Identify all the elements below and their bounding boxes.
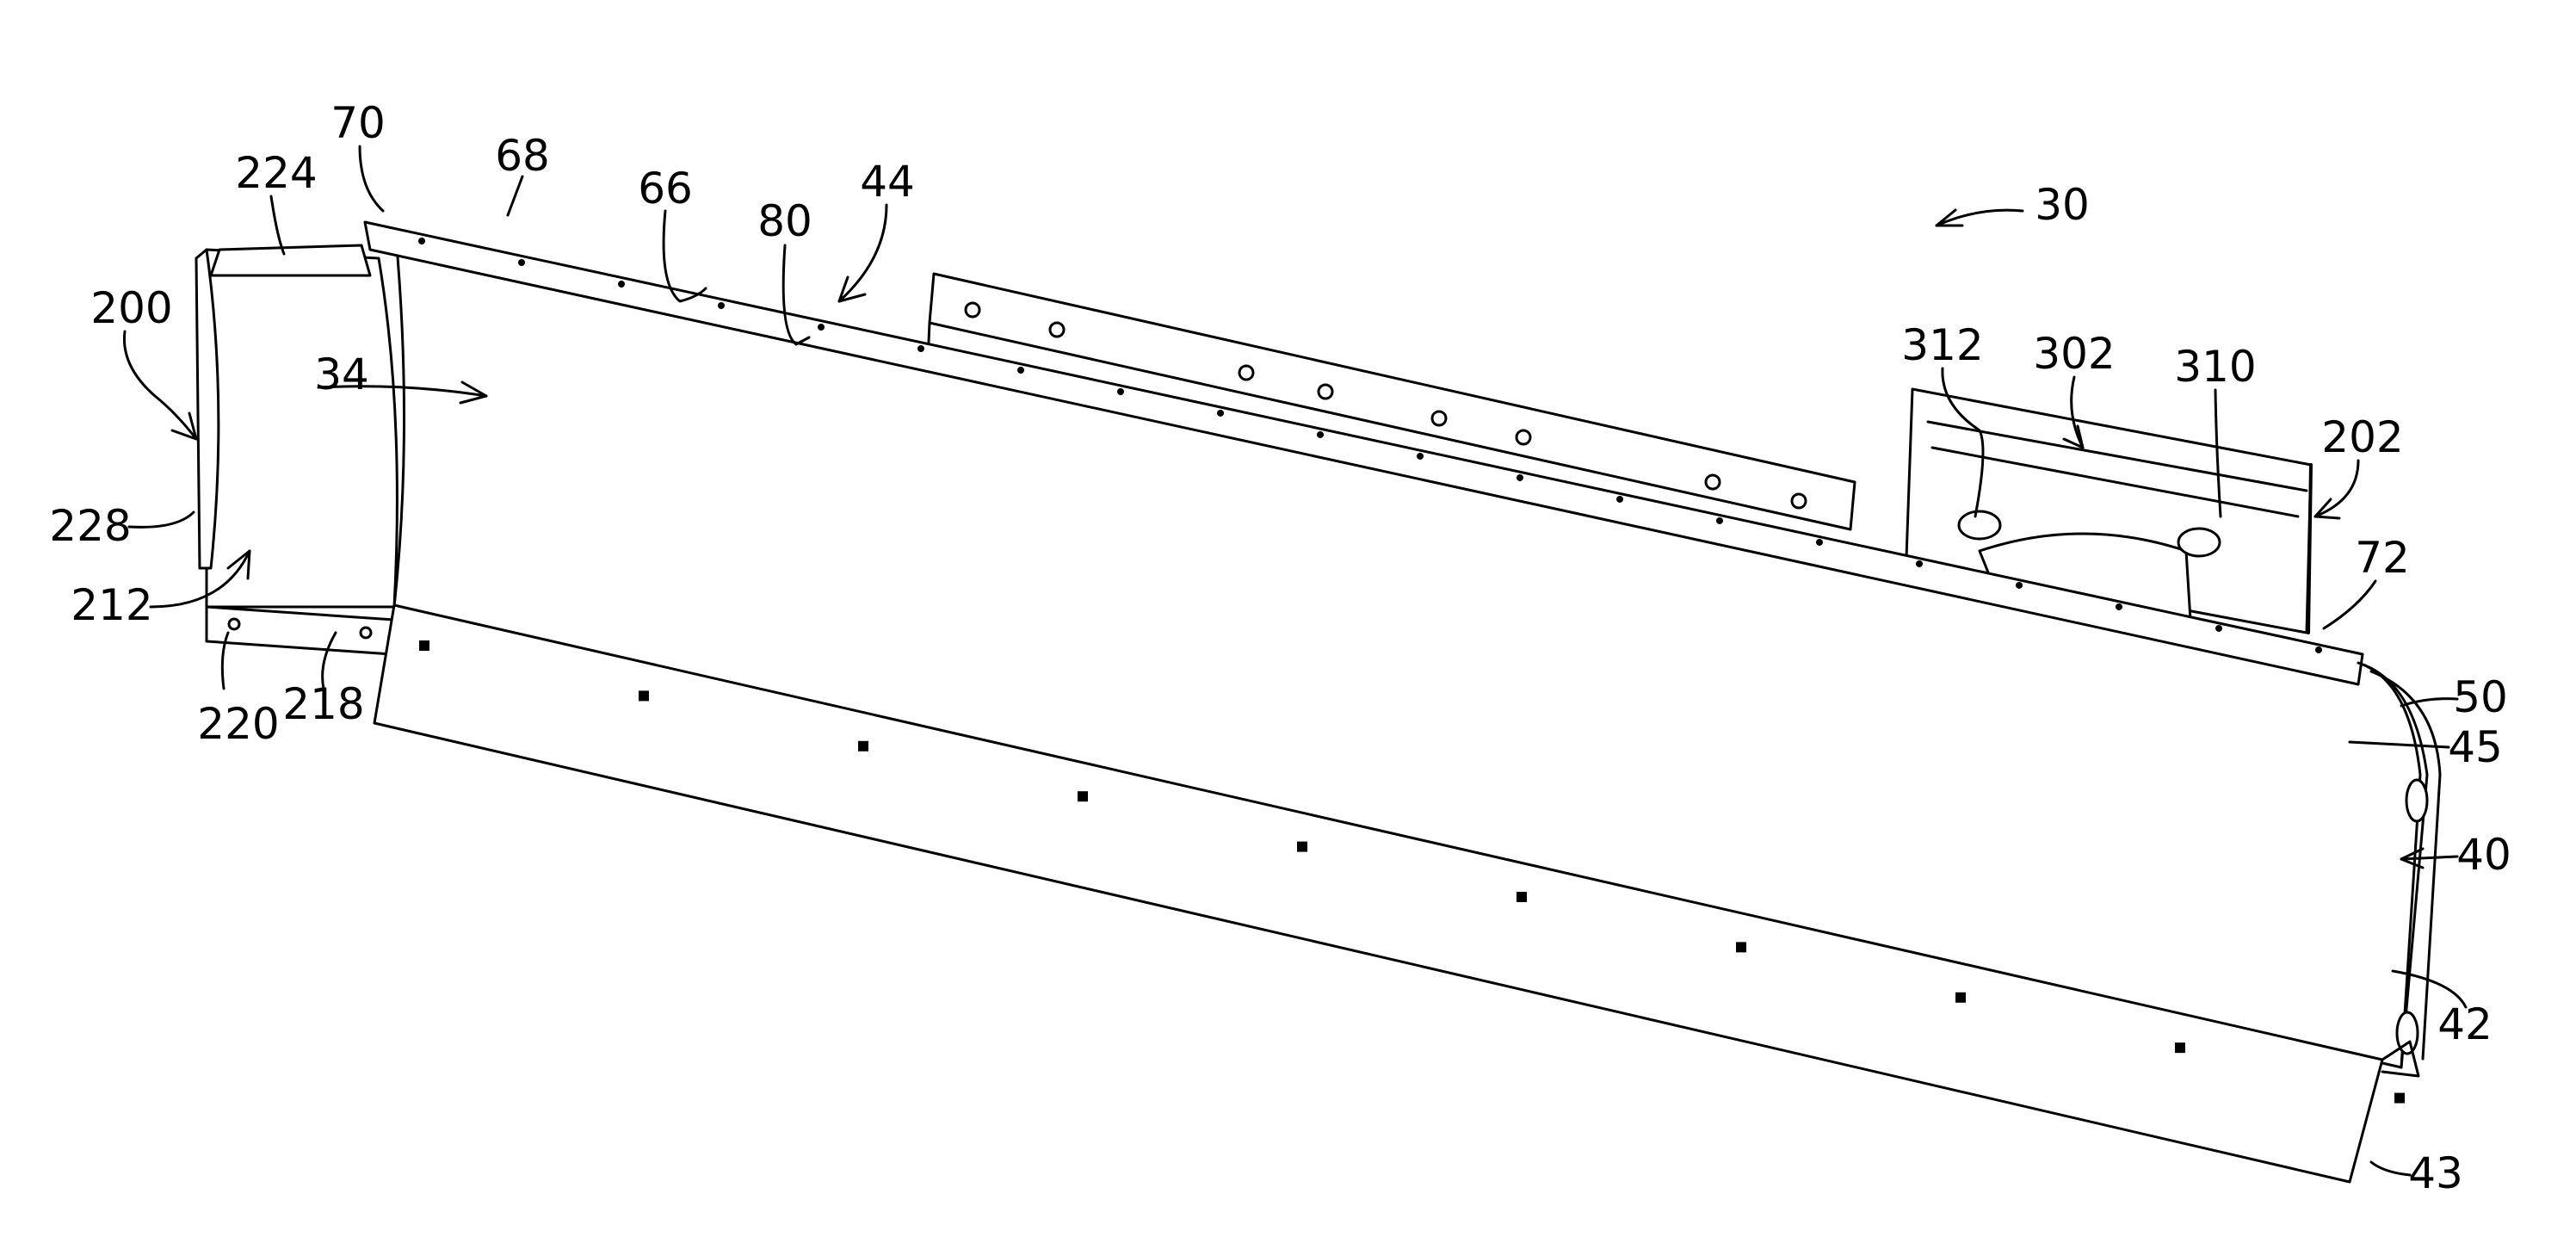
bolt-head (1955, 993, 1966, 1003)
rail-hole (1417, 453, 1424, 460)
rail-hole (1117, 388, 1124, 395)
label-228: 228 (49, 501, 131, 551)
label-202: 202 (2321, 412, 2403, 462)
label-34: 34 (314, 349, 369, 399)
label-220: 220 (197, 699, 279, 749)
rail-hole (1716, 517, 1723, 524)
label-50: 50 (2453, 672, 2508, 722)
bolt-head (1736, 942, 1746, 952)
label-44: 44 (860, 157, 915, 207)
bolt-head (1078, 791, 1088, 801)
rail-hole (2016, 582, 2023, 589)
label-72: 72 (2355, 533, 2410, 583)
bolt-head (419, 640, 429, 651)
label-70: 70 (330, 98, 386, 148)
rail-hole (818, 324, 825, 331)
bolt-head (858, 741, 868, 751)
label-224: 224 (235, 148, 317, 198)
rail-hole (718, 302, 725, 309)
bolt-head (2394, 1093, 2405, 1104)
label-200: 200 (90, 283, 172, 333)
rail-hole (1517, 474, 1523, 481)
rail-hole (917, 345, 924, 352)
label-30: 30 (2035, 180, 2090, 230)
rail-hole (518, 259, 525, 266)
rail-hole (1317, 431, 1324, 438)
rail-hole (1017, 367, 1024, 374)
label-302: 302 (2033, 329, 2115, 379)
bolt-head (1297, 842, 1307, 852)
rail-hole (1217, 410, 1224, 417)
label-310: 310 (2174, 342, 2256, 392)
rail-hole (1916, 560, 1923, 567)
label-212: 212 (71, 580, 152, 630)
bolt-head (1517, 892, 1527, 902)
label-42: 42 (2437, 999, 2493, 1049)
rail-hole (1816, 539, 1823, 546)
label-312: 312 (1901, 320, 1983, 370)
rail-hole (2215, 625, 2222, 632)
rail-hole (2116, 603, 2122, 610)
bolt-head (639, 690, 649, 701)
bolt-head (2175, 1042, 2185, 1053)
left-end-plate (196, 245, 397, 654)
label-66: 66 (638, 164, 693, 213)
rail-hole (2315, 646, 2322, 653)
rail-hole (618, 281, 625, 288)
label-43: 43 (2408, 1148, 2463, 1198)
label-45: 45 (2448, 722, 2503, 772)
rail-hole (418, 238, 425, 244)
label-218: 218 (282, 679, 364, 729)
label-40: 40 (2456, 830, 2511, 880)
label-68: 68 (495, 131, 550, 181)
label-80: 80 (757, 196, 812, 246)
rail-hole (1616, 496, 1623, 503)
